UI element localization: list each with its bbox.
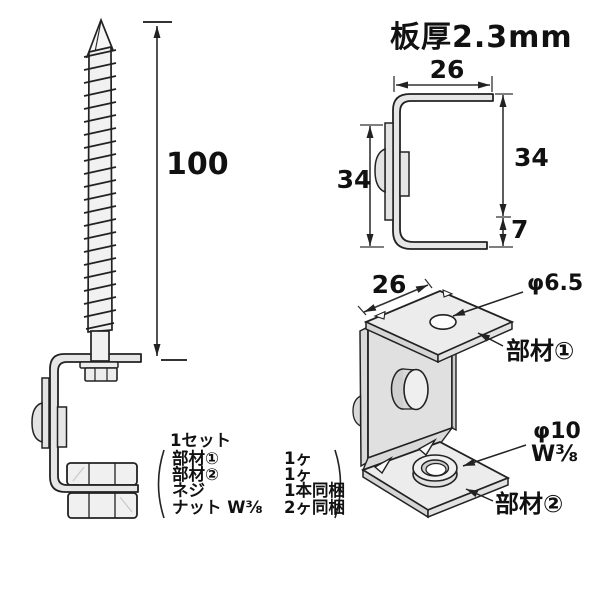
leader-top-hole — [452, 291, 524, 317]
iso-rear-bump — [352, 394, 362, 428]
large-nut-upper-facets — [88, 463, 116, 485]
part-name: ネジ — [172, 481, 205, 500]
dim-right-ticks — [489, 93, 513, 248]
top-hole-diameter-label: φ6.5 — [527, 271, 583, 296]
boss-front — [403, 368, 429, 411]
parts-list: 1セット 部材① 1ヶ 部材② 1ヶ ネジ 1本同梱 ナット W⅜ 2ヶ同梱 — [157, 431, 345, 519]
bottom-hole-diameter-label: φ10 — [533, 419, 581, 444]
part-qty: 1ヶ — [284, 449, 312, 468]
side-view: 26 34 34 7 — [337, 55, 549, 250]
bracket-profile — [49, 353, 142, 493]
washer — [79, 361, 119, 369]
side-flange-label: 7 — [511, 215, 528, 244]
screw-length-dimension: 100 — [143, 21, 229, 361]
hex-nut-facets — [94, 368, 108, 381]
large-nut-lower — [67, 492, 138, 519]
side-weld-nut-bump — [374, 147, 386, 194]
side-overlay-plate — [384, 122, 394, 221]
weld-mark-2 — [417, 438, 437, 457]
screw-tip-facet — [94, 20, 102, 53]
paren-right — [334, 449, 342, 519]
iso-top-hole — [429, 313, 457, 330]
iso-dim-26-line — [363, 284, 429, 313]
part-name: ナット W⅜ — [172, 498, 263, 517]
member2-label: 部材② — [495, 490, 563, 518]
inner-nut-plate — [56, 406, 68, 448]
part-qty: 1本同梱 — [284, 480, 345, 500]
parts-list-row: 部材② 1ヶ — [172, 464, 312, 484]
iso-view: 26 φ6.5 部材① φ10 W⅜ 部材② — [352, 270, 583, 519]
ring-nut-hole — [425, 462, 447, 477]
weld-nut-bump — [31, 401, 43, 444]
screw-threads — [83, 49, 117, 330]
dim-left34-ticks — [360, 124, 384, 248]
screw-assembly — [31, 17, 142, 519]
part-qty: 2ヶ同梱 — [284, 497, 345, 517]
dim-100-label: 100 — [166, 147, 229, 182]
side-inner-nut-plate — [399, 151, 410, 197]
dim-26-extensions — [393, 76, 493, 92]
side-bracket-profile — [392, 93, 494, 250]
thread-spec-label: W⅜ — [531, 442, 578, 467]
side-width-label: 26 — [430, 55, 465, 84]
iso-bottom-plate-thickness-right — [427, 476, 509, 519]
parts-list-heading: 1セット — [170, 431, 231, 450]
leader-ring-nut — [462, 444, 527, 467]
side-right-height-label: 34 — [514, 143, 549, 172]
iso-width-label: 26 — [372, 270, 407, 299]
large-nut-upper — [66, 462, 138, 486]
side-left-height-label: 34 — [337, 165, 372, 194]
leader-member1 — [477, 332, 504, 347]
screw-shank — [90, 330, 110, 362]
iso-rear-plate-edge — [359, 325, 369, 468]
page-title: 板厚2.3mm — [390, 20, 573, 55]
hex-nut — [84, 367, 118, 382]
part-name: 部材① — [172, 448, 219, 468]
parts-list-row: ナット W⅜ 2ヶ同梱 — [172, 497, 345, 517]
iso-dim-26-ticks — [357, 278, 433, 316]
member1-label: 部材① — [506, 337, 574, 365]
part-name: 部材② — [172, 464, 219, 484]
parts-list-row: ネジ 1本同梱 — [172, 480, 345, 500]
large-nut-lower-facets — [88, 493, 116, 518]
leader-member2 — [465, 488, 494, 502]
nut-shine-lines — [72, 466, 133, 513]
part-qty: 1ヶ — [284, 465, 312, 484]
parts-list-row: 部材① 1ヶ — [172, 448, 312, 468]
break-notch-right — [442, 289, 454, 298]
weld-mark-1 — [373, 456, 393, 475]
break-notch-left — [373, 310, 386, 320]
overlay-plate — [41, 377, 50, 449]
paren-left — [157, 449, 165, 519]
